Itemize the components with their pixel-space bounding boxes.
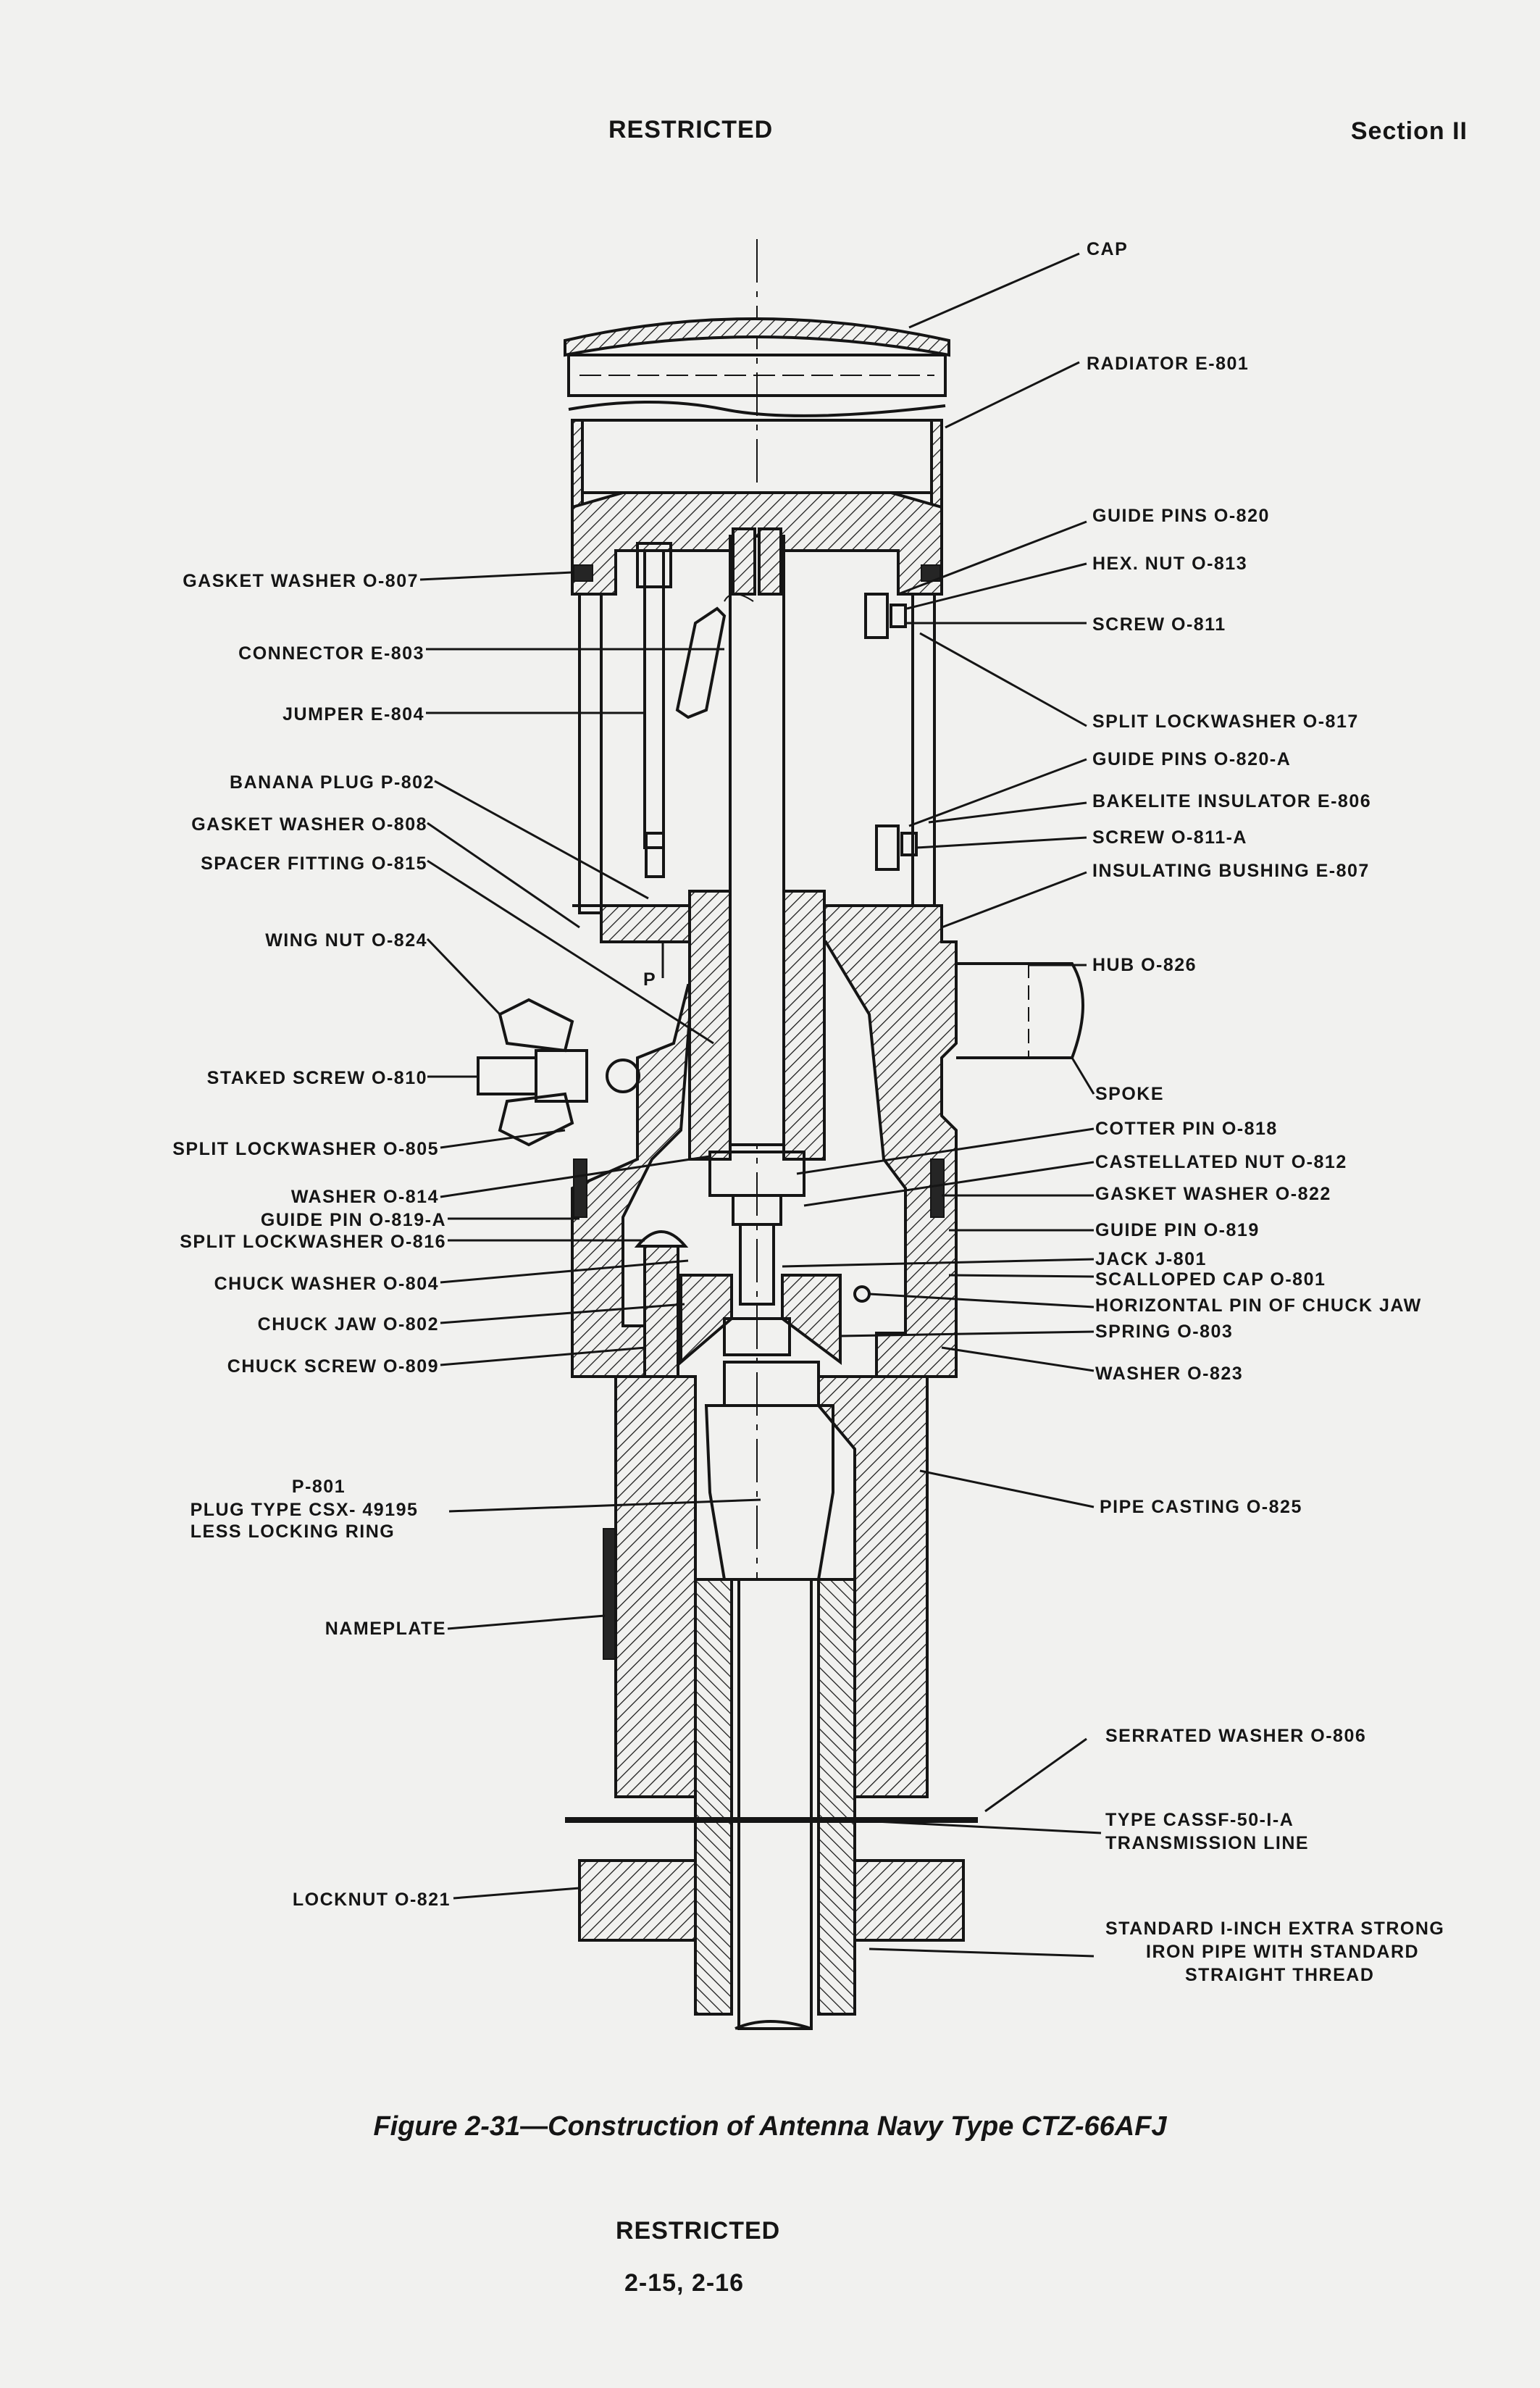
label-transmission-line-2: TRANSMISSION LINE (1105, 1833, 1309, 1853)
left-labels: GASKET WASHER O-807 CONNECTOR E-803 JUMP… (172, 571, 451, 1910)
label-split-lockwasher-o816: SPLIT LOCKWASHER O-816 (180, 1232, 446, 1252)
label-spoke: SPOKE (1095, 1084, 1164, 1104)
label-jumper: JUMPER E-804 (283, 704, 424, 725)
label-castellated-nut: CASTELLATED NUT O-812 (1095, 1152, 1347, 1172)
locknut-shape (578, 1859, 697, 1942)
label-banana-plug: BANANA PLUG P-802 (230, 772, 435, 793)
label-staked-screw: STAKED SCREW O-810 (207, 1068, 427, 1088)
leader-lines (419, 252, 1102, 1958)
label-split-lockwasher-o817: SPLIT LOCKWASHER O-817 (1092, 711, 1359, 732)
label-guide-pin-o819a: GUIDE PIN O-819-A (261, 1210, 446, 1230)
label-chuck-screw: CHUCK SCREW O-809 (227, 1356, 439, 1377)
label-washer-o823: WASHER O-823 (1095, 1364, 1243, 1384)
label-locking-ring: LESS LOCKING RING (191, 1521, 395, 1542)
label-guide-pins-o820a: GUIDE PINS O-820-A (1092, 749, 1291, 769)
wing-nut-shape (498, 998, 574, 1053)
caption-figure-number: Figure 2-31 (373, 2111, 521, 2142)
label-screw-o811: SCREW O-811 (1092, 614, 1226, 635)
nameplate-shape (603, 1528, 616, 1660)
page-numbers: 2-15, 2-16 (624, 2269, 744, 2297)
label-gasket-washer-o807: GASKET WASHER O-807 (183, 571, 419, 591)
label-cotter-pin: COTTER PIN O-818 (1095, 1119, 1278, 1139)
label-hub: HUB O-826 (1092, 955, 1197, 975)
connector-e803-shape (675, 606, 727, 719)
label-insulating-bushing: INSULATING BUSHING E-807 (1092, 861, 1370, 881)
cap-shape (564, 317, 950, 357)
label-bakelite-insulator: BAKELITE INSULATOR E-806 (1092, 791, 1371, 811)
label-inline-p: P (643, 969, 656, 990)
label-gasket-washer-o822: GASKET WASHER O-822 (1095, 1184, 1331, 1204)
hub-spoke (956, 962, 1084, 1059)
caption-title: Construction of Antenna Navy Type CTZ-66… (548, 2111, 1167, 2142)
radiator-break (568, 401, 946, 417)
label-spacer-fitting: SPACER FITTING O-815 (201, 853, 427, 874)
label-nameplate: NAMEPLATE (325, 1619, 446, 1639)
label-pipe-casting: PIPE CASTING O-825 (1100, 1497, 1302, 1517)
label-chuck-washer: CHUCK WASHER O-804 (214, 1274, 439, 1294)
label-guide-pins-o820: GUIDE PINS O-820 (1092, 506, 1270, 526)
drawing-body (477, 239, 1084, 2030)
iron-pipe-right (817, 1578, 856, 2016)
label-wing-nut: WING NUT O-824 (265, 930, 427, 951)
label-p801: P-801 (292, 1477, 346, 1497)
footer-classification: RESTRICTED (616, 2217, 781, 2245)
label-hex-nut: HEX. NUT O-813 (1092, 554, 1247, 574)
caption-dash: — (520, 2111, 548, 2142)
label-screw-o811a: SCREW O-811-A (1092, 827, 1247, 848)
header-section: Section II (1350, 117, 1468, 145)
label-iron-pipe-2: IRON PIPE WITH STANDARD (1146, 1942, 1419, 1962)
figure-caption: Figure 2-31—Construction of Antenna Navy… (0, 2111, 1540, 2142)
label-guide-pin-o819: GUIDE PIN O-819 (1095, 1220, 1260, 1240)
label-jack: JACK J-801 (1095, 1249, 1207, 1269)
screw-o811a-shape (875, 824, 900, 871)
label-iron-pipe-1: STANDARD I-INCH EXTRA STRONG (1105, 1919, 1444, 1939)
screw-o811-shape (864, 593, 889, 639)
gasket-washer-o807-shape (573, 564, 593, 582)
pipe-casting-shape (614, 1375, 697, 1798)
transmission-line-shape (737, 1578, 813, 2030)
label-plug-type: PLUG TYPE CSX- 49195 (191, 1500, 419, 1520)
label-split-lockwasher-o805: SPLIT LOCKWASHER O-805 (172, 1139, 439, 1159)
label-serrated-washer: SERRATED WASHER O-806 (1105, 1726, 1366, 1746)
label-spring: SPRING O-803 (1095, 1322, 1233, 1342)
label-horizontal-pin: HORIZONTAL PIN OF CHUCK JAW (1095, 1295, 1422, 1316)
label-chuck-jaw: CHUCK JAW O-802 (258, 1314, 439, 1335)
plug-p801-shape (704, 1404, 834, 1581)
label-cap: CAP (1087, 239, 1128, 259)
label-washer-o814: WASHER O-814 (291, 1187, 439, 1207)
right-labels: CAP RADIATOR E-801 GUIDE PINS O-820 HEX.… (1087, 239, 1444, 1985)
staked-screw-shape (477, 1056, 537, 1095)
header-classification: RESTRICTED (608, 116, 774, 143)
label-transmission-line-1: TYPE CASSF-50-I-A (1105, 1810, 1294, 1830)
cap-rim (567, 354, 947, 397)
iron-pipe-left (694, 1578, 733, 2016)
label-connector: CONNECTOR E-803 (238, 643, 424, 664)
label-radiator: RADIATOR E-801 (1087, 354, 1249, 374)
label-locknut: LOCKNUT O-821 (293, 1890, 451, 1910)
central-conductor (729, 535, 785, 1146)
label-iron-pipe-3: STRAIGHT THREAD (1185, 1965, 1374, 1985)
spacer-fitting-shape (688, 890, 732, 1161)
label-scalloped-cap: SCALLOPED CAP O-801 (1095, 1269, 1326, 1290)
jumper-rod (643, 549, 665, 849)
jack-j801-shape (739, 1223, 775, 1306)
label-gasket-washer-o808: GASKET WASHER O-808 (191, 814, 427, 835)
